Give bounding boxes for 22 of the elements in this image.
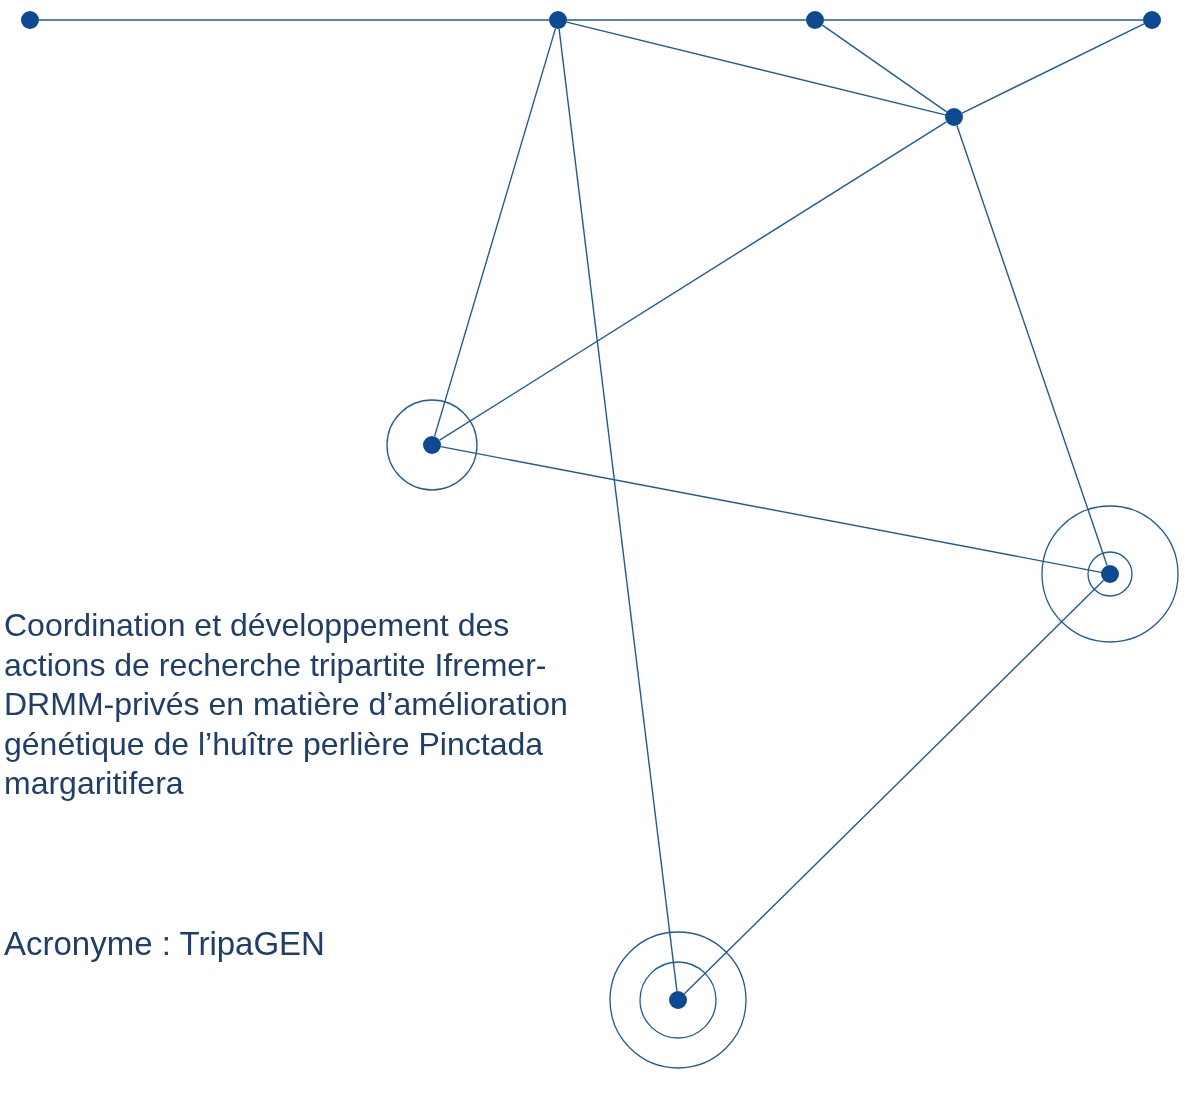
connector-line: [440, 446, 1102, 574]
connector-line: [566, 21, 946, 116]
network-dot: [806, 11, 824, 29]
connector-line: [823, 19, 1144, 21]
connector-line: [566, 19, 807, 21]
network-dot: [1101, 565, 1119, 583]
project-title: Coordination et développement des actions de recherche tripartite Ifremer-DRMM-privés en matière d’amélioration génétique de l’huître perlière Pinctada margaritifera: [4, 606, 569, 803]
connector-line: [683, 579, 1105, 995]
network-dot: [549, 11, 567, 29]
network-dot: [669, 991, 687, 1009]
network-dot: [21, 11, 39, 29]
connector-line: [38, 19, 550, 21]
connector-line: [558, 28, 678, 992]
connector-line: [438, 121, 948, 441]
connector-line: [821, 24, 948, 113]
network-dot: [945, 108, 963, 126]
connector-line: [956, 124, 1108, 567]
network-dot: [423, 436, 441, 454]
connector-line: [433, 27, 557, 438]
connector-line: [961, 23, 1145, 114]
network-dot: [1143, 11, 1161, 29]
acronym-text: Acronyme : TripaGEN: [4, 924, 325, 963]
